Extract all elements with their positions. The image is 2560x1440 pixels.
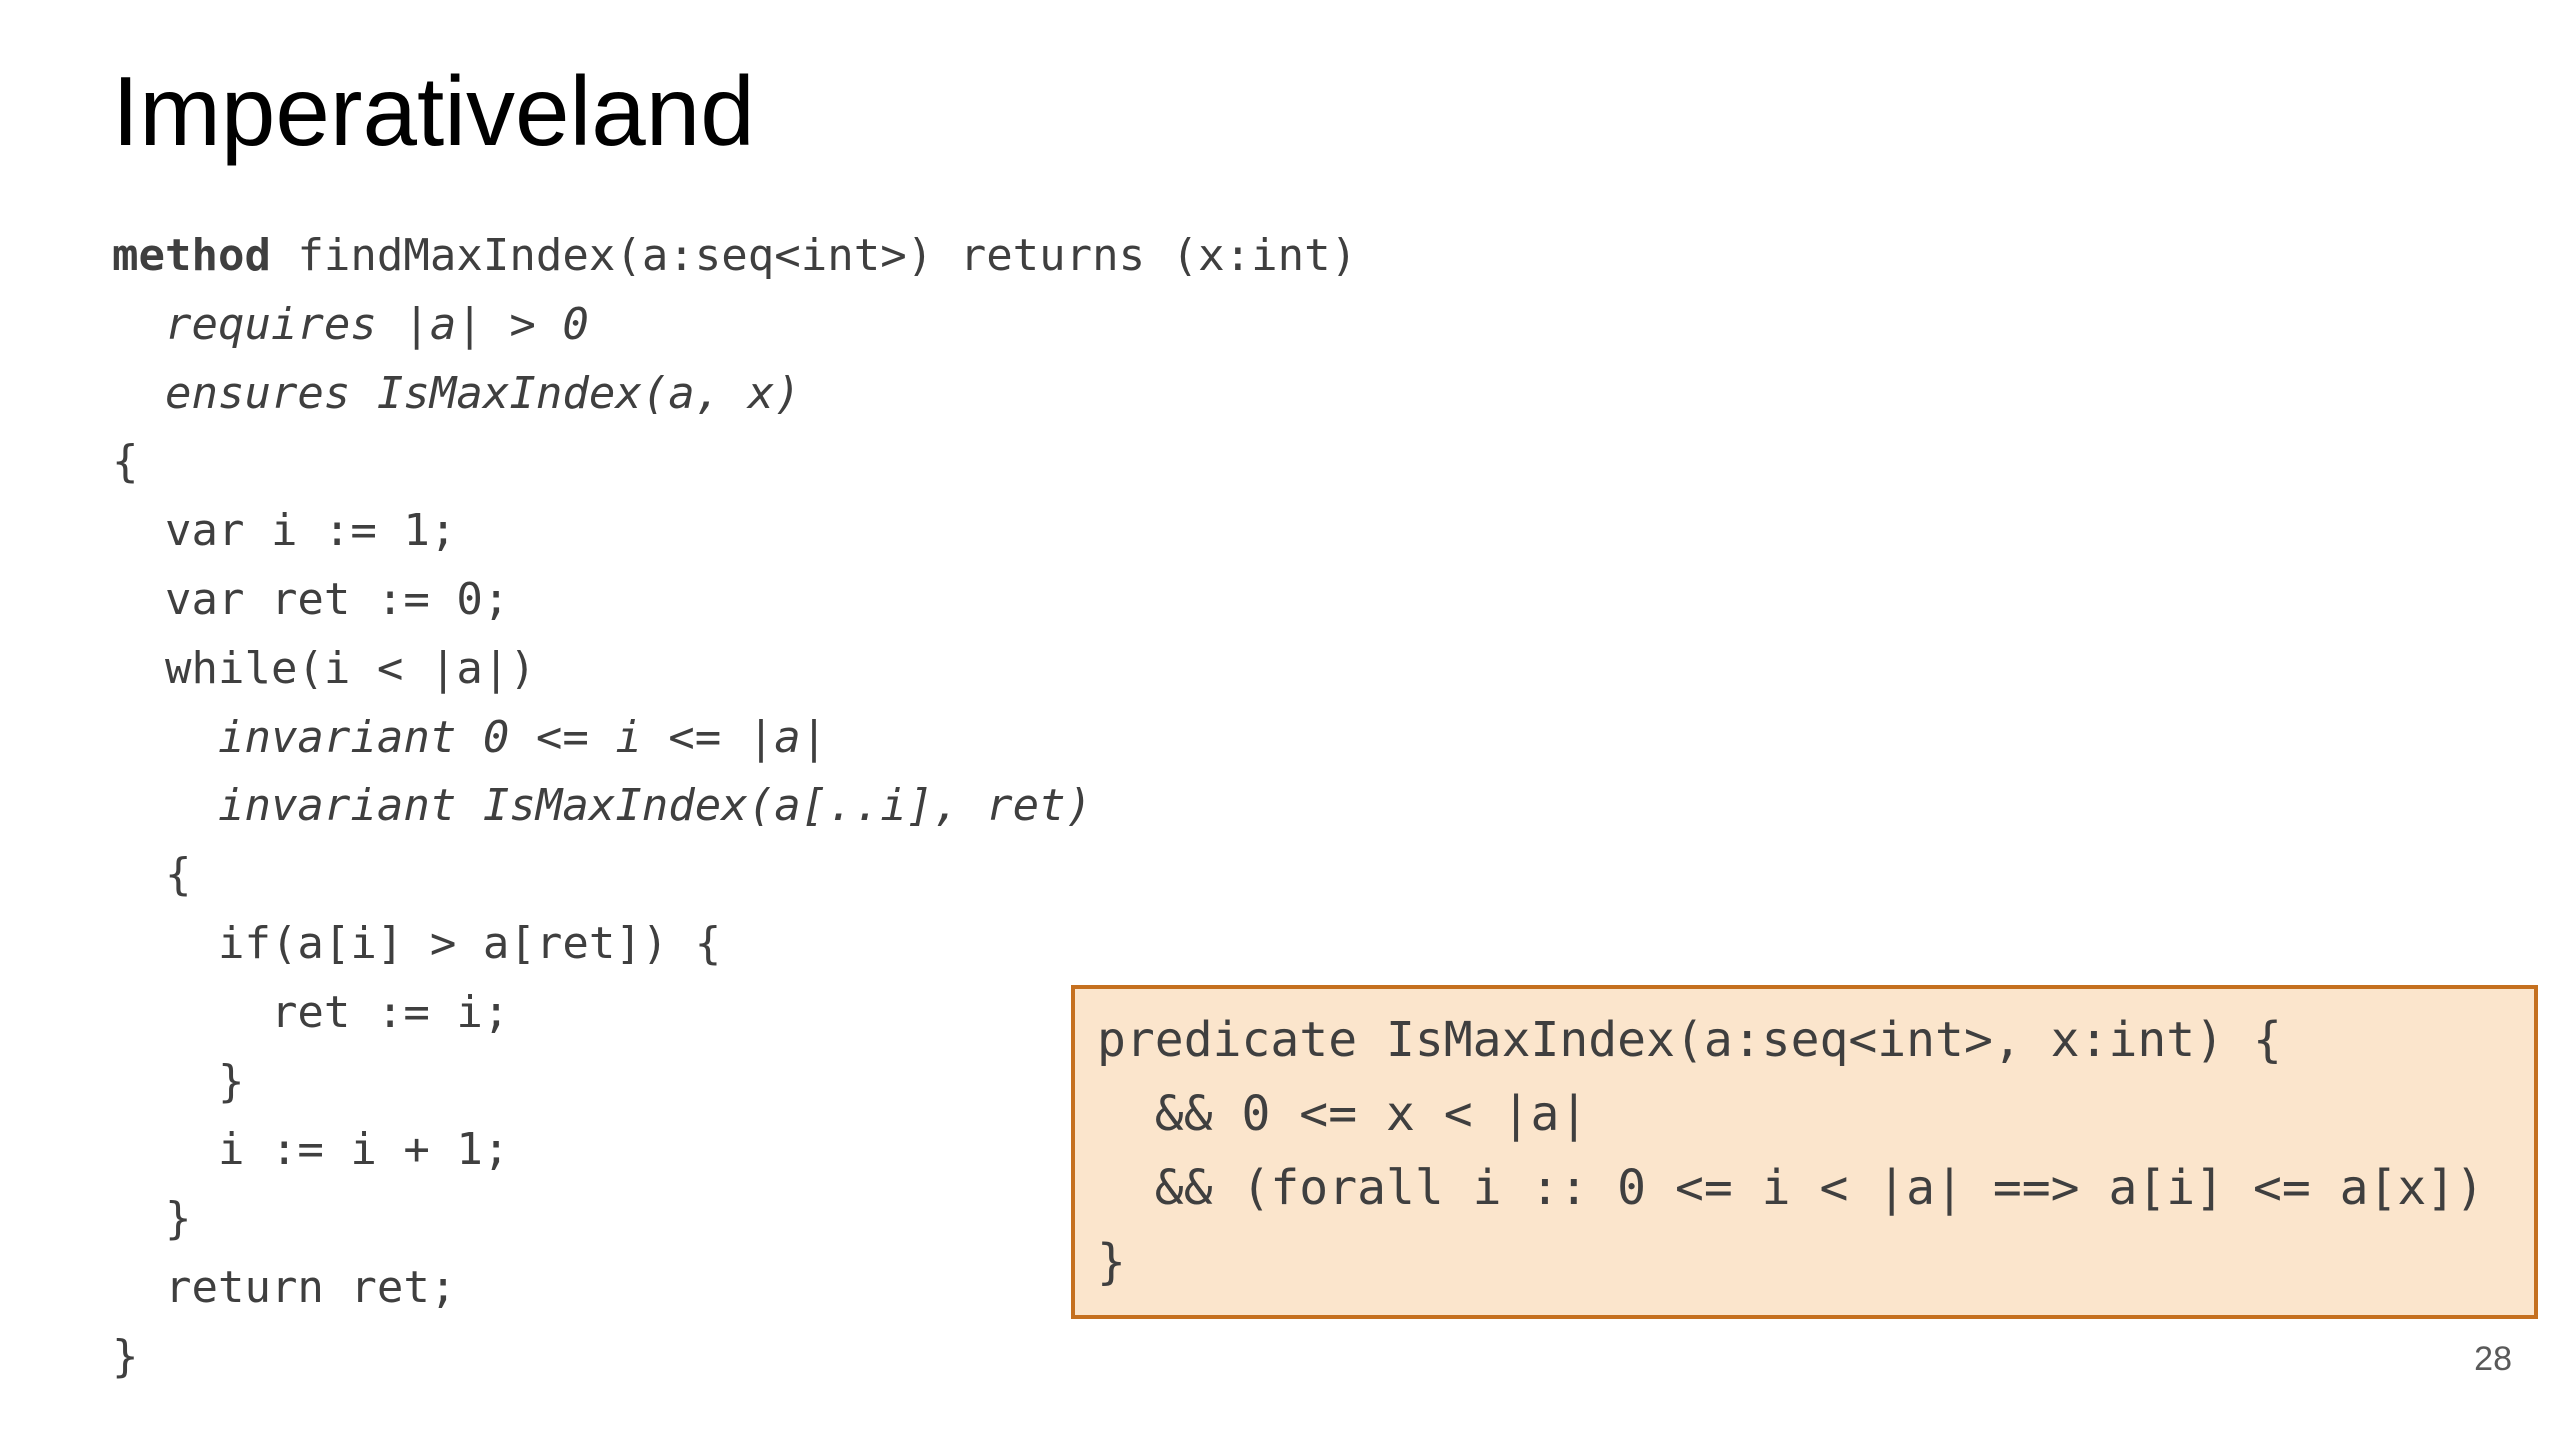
predicate-condition-forall: && (forall i :: 0 <= i < |a| ==> a[i] <=… — [1097, 1160, 2485, 1216]
return-statement: return ret; — [112, 1261, 457, 1313]
method-close-brace: } — [112, 1330, 139, 1382]
predicate-condition-bounds: && 0 <= x < |a| — [1097, 1086, 1589, 1142]
if-header: if(a[i] > a[ret]) { — [112, 917, 722, 969]
requires-clause: requires |a| > 0 — [112, 298, 589, 350]
predicate-close-brace: } — [1097, 1234, 1126, 1290]
loop-close-brace: } — [112, 1193, 192, 1245]
loop-invariant-maxindex: invariant IsMaxIndex(a[..i], ret) — [112, 780, 1093, 832]
while-header: while(i < |a|) — [112, 642, 536, 694]
loop-invariant-bounds: invariant 0 <= i <= |a| — [112, 711, 828, 763]
page-number: 28 — [2474, 1340, 2512, 1378]
loop-open-brace: { — [112, 849, 192, 901]
predicate-code-block: predicate IsMaxIndex(a:seq<int>, x:int) … — [1097, 1003, 2484, 1299]
ensures-clause: ensures IsMaxIndex(a, x) — [112, 367, 801, 419]
method-signature-line: method findMaxIndex(a:seq<int>) returns … — [112, 222, 1357, 291]
method-open-brace: { — [112, 436, 139, 488]
predicate-callout-box: predicate IsMaxIndex(a:seq<int>, x:int) … — [1071, 985, 2538, 1319]
assign-ret: ret := i; — [112, 986, 510, 1038]
slide-title: Imperativeland — [112, 56, 755, 166]
if-close-brace: } — [112, 1055, 245, 1107]
increment-i: i := i + 1; — [112, 1124, 510, 1176]
method-code-block: method findMaxIndex(a:seq<int>) returns … — [112, 222, 1357, 1392]
method-signature: findMaxIndex(a:seq<int>) returns (x:int) — [270, 230, 1358, 281]
var-i-declaration: var i := 1; — [112, 505, 457, 557]
var-ret-declaration: var ret := 0; — [112, 573, 510, 625]
method-keyword: method — [112, 230, 271, 281]
predicate-signature: predicate IsMaxIndex(a:seq<int>, x:int) … — [1097, 1012, 2282, 1068]
